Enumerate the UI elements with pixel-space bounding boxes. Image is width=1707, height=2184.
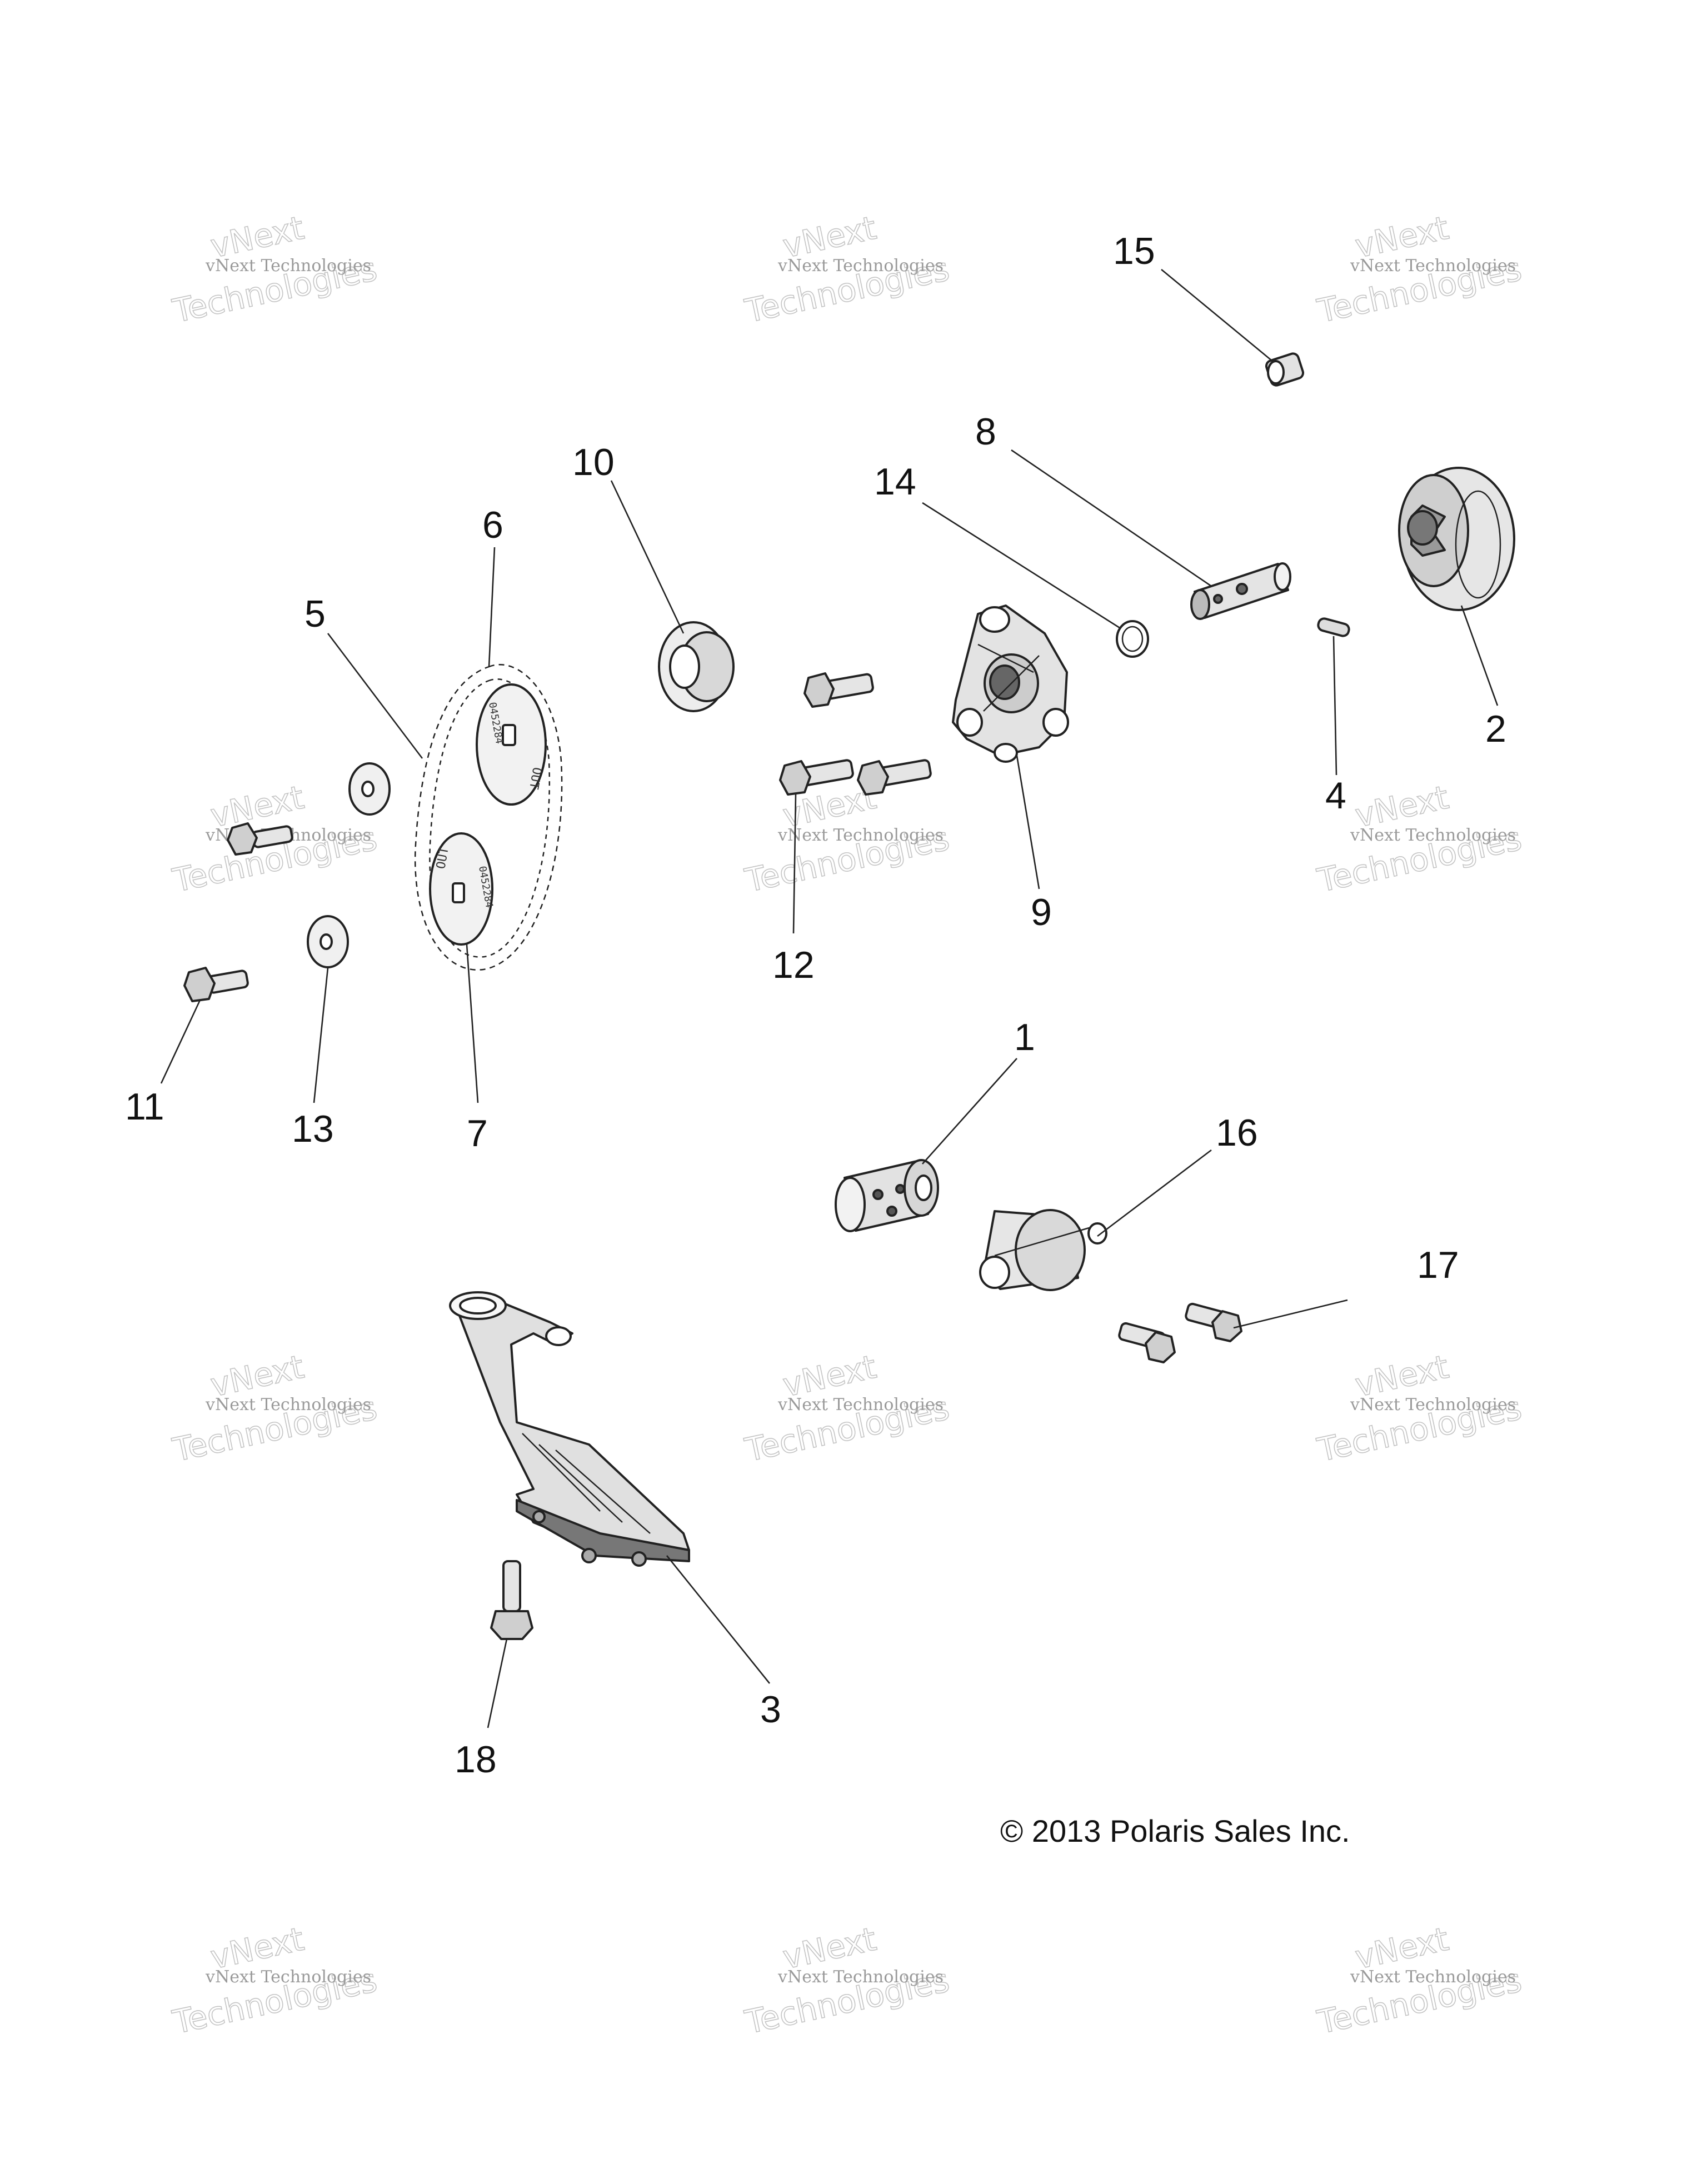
watermark-12: vNext Technologies vNext Technologies xyxy=(1314,1920,1525,2042)
callout-14: 14 xyxy=(874,461,916,503)
watermark-small: vNext Technologies xyxy=(1350,1395,1516,1415)
bolt-17a xyxy=(1185,1302,1242,1342)
watermark-9: vNext Technologies vNext Technologies xyxy=(1314,1347,1525,1470)
bolt-12b xyxy=(779,759,854,796)
part-8-shaft xyxy=(1190,562,1291,620)
part-7-lower-sprocket: OUT 0452284 xyxy=(429,832,495,946)
part-14-o-ring xyxy=(1116,620,1149,658)
watermark-small: vNext Technologies xyxy=(777,256,944,276)
callout-12: 12 xyxy=(772,944,815,986)
watermark-small: vNext Technologies xyxy=(205,1395,371,1415)
callout-17: 17 xyxy=(1417,1244,1459,1286)
callout-5: 5 xyxy=(305,593,326,635)
washer-lower xyxy=(307,915,349,968)
watermark-11: vNext Technologies vNext Technologies xyxy=(741,1920,953,2042)
watermark-small: vNext Technologies xyxy=(1350,826,1516,845)
callout-10: 10 xyxy=(572,441,615,483)
watermark-10: vNext Technologies vNext Technologies xyxy=(169,1920,381,2042)
leader-14 xyxy=(922,502,1120,629)
callout-9: 9 xyxy=(1031,891,1052,933)
part-10-bushing xyxy=(658,621,735,712)
part-18-bolt xyxy=(490,1560,533,1640)
part-13-washers xyxy=(307,762,391,968)
leader-7 xyxy=(466,944,479,1103)
copyright-notice: © 2013 Polaris Sales Inc. xyxy=(1000,1813,1350,1848)
callout-1: 1 xyxy=(1014,1016,1035,1058)
leader-17 xyxy=(1233,1299,1348,1329)
bolt-12a xyxy=(803,672,874,708)
part-16-valve-cap xyxy=(979,1209,1107,1291)
leader-12 xyxy=(792,794,797,934)
leader-16 xyxy=(1097,1149,1212,1237)
watermark-small: vNext Technologies xyxy=(205,1967,371,1987)
leader-15 xyxy=(1161,268,1273,362)
leader-5 xyxy=(327,633,423,759)
bolt-12c xyxy=(857,759,932,796)
watermark-small: vNext Technologies xyxy=(205,256,371,276)
watermark-8: vNext Technologies vNext Technologies xyxy=(741,1347,953,1470)
leader-4 xyxy=(1332,636,1337,776)
part-3-pickup-screen xyxy=(449,1291,690,1567)
callout-4: 4 xyxy=(1325,774,1346,817)
watermarks: vNext Technologies vNext Technologies vN… xyxy=(169,208,1525,2042)
callout-11: 11 xyxy=(125,1086,164,1128)
part-5-6-7-chain-sprockets: OUT 0452284 OUT 0452284 xyxy=(414,663,563,971)
leader-8 xyxy=(1011,449,1212,587)
callout-8: 8 xyxy=(975,411,996,453)
callout-18: 18 xyxy=(455,1738,497,1781)
watermark-5: vNext Technologies vNext Technologies xyxy=(741,778,953,900)
leader-11 xyxy=(160,999,201,1084)
watermark-small: vNext Technologies xyxy=(777,826,944,845)
leader-13 xyxy=(313,967,329,1103)
parts: OUT 0452284 OUT 0452284 xyxy=(183,352,1515,1640)
callout-2: 2 xyxy=(1485,708,1506,750)
part-2-rotor xyxy=(1398,467,1515,611)
callout-numbers: 15 8 14 10 6 5 2 4 9 12 11 13 7 1 16 17 … xyxy=(125,230,1506,1781)
leader-10 xyxy=(610,480,685,634)
leader-2 xyxy=(1460,605,1499,706)
part-11-bolts xyxy=(183,822,293,1002)
watermark-small: vNext Technologies xyxy=(1350,256,1516,276)
watermark-3: vNext Technologies vNext Technologies xyxy=(1314,208,1525,331)
leader-1 xyxy=(922,1058,1017,1165)
washer-upper xyxy=(348,762,391,816)
part-15-bushing xyxy=(1265,352,1305,387)
bolt-11-lower xyxy=(183,967,249,1002)
watermark-2: vNext Technologies vNext Technologies xyxy=(741,208,953,331)
callout-7: 7 xyxy=(467,1112,488,1155)
part-9-pump-housing xyxy=(952,604,1069,763)
leader-lines xyxy=(160,268,1499,1728)
part-5-chain xyxy=(414,663,563,971)
watermark-small: vNext Technologies xyxy=(777,1967,944,1987)
part-17-bolts xyxy=(1118,1302,1242,1363)
leader-3 xyxy=(666,1555,771,1684)
callout-16: 16 xyxy=(1216,1112,1258,1154)
watermark-small: vNext Technologies xyxy=(1350,1967,1516,1987)
part-4-pin xyxy=(1317,617,1350,637)
bolt-17b xyxy=(1118,1322,1176,1363)
callout-15: 15 xyxy=(1113,230,1155,272)
leader-18 xyxy=(487,1638,508,1728)
callout-6: 6 xyxy=(482,504,503,546)
leader-9 xyxy=(1016,755,1040,889)
callout-3: 3 xyxy=(760,1688,781,1731)
leader-6 xyxy=(488,547,496,667)
part-12-bolts xyxy=(779,672,932,796)
watermark-7: vNext Technologies vNext Technologies xyxy=(169,1347,381,1470)
part-1-valve xyxy=(835,1159,939,1232)
watermark-small: vNext Technologies xyxy=(777,1395,944,1415)
bolt-11-upper xyxy=(227,822,293,856)
callout-13: 13 xyxy=(292,1108,334,1150)
part-6-upper-sprocket: OUT 0452284 xyxy=(476,683,547,806)
watermark-1: vNext Technologies vNext Technologies xyxy=(169,208,381,331)
